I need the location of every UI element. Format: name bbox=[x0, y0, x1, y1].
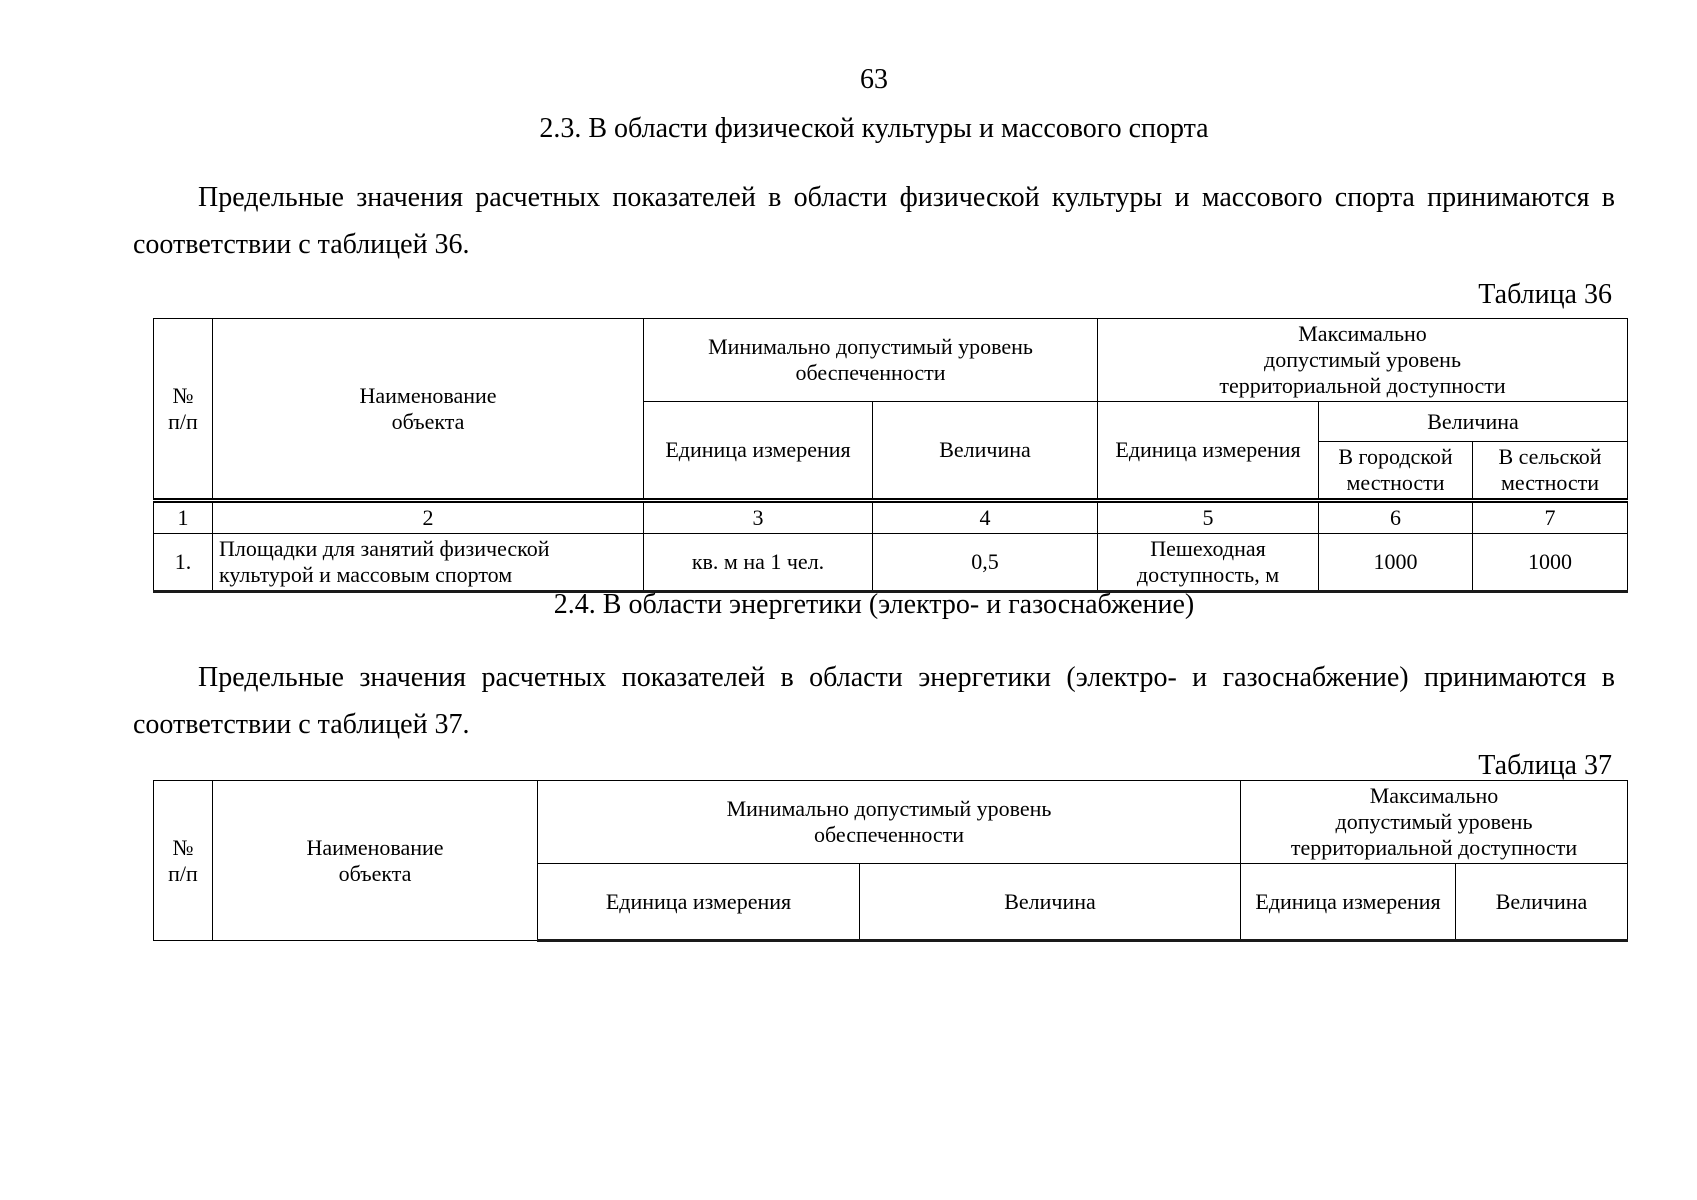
t36-header-unit-max: Единица измерения bbox=[1097, 401, 1320, 501]
t36-header-min-group: Минимально допустимый уровень обеспеченн… bbox=[642, 318, 1099, 402]
t36-header-row-groups: № п/п Наименование объекта Минимально до… bbox=[153, 318, 1629, 501]
section-2-4-paragraph: Предельные значения расчетных показателе… bbox=[133, 662, 1615, 740]
t37-header-unit-min: Единица измерения bbox=[537, 863, 860, 942]
t36-colnum-5: 5 bbox=[1097, 498, 1320, 534]
t36-header-num: № п/п bbox=[153, 318, 213, 501]
t36-row1-object-name: Площадки для занятий физической культуро… bbox=[212, 533, 644, 593]
t36-colnum-6: 6 bbox=[1318, 498, 1474, 534]
t36-row1-unit-max: Пешеходная доступность, м bbox=[1097, 533, 1320, 593]
t36-header-object-name: Наименование объекта bbox=[212, 318, 644, 501]
t36-colnum-3: 3 bbox=[643, 498, 873, 534]
t37-header-row-sub: Единица измерения Величина Единица измер… bbox=[154, 863, 1629, 942]
t37-header-value-min: Величина bbox=[858, 863, 1242, 942]
t36-data-row-1: 1. Площадки для занятий физической культ… bbox=[153, 533, 1629, 593]
t37-header-max-group: Максимально допустимый уровень территори… bbox=[1240, 780, 1629, 864]
t36-row1-value-min: 0,5 bbox=[871, 533, 1099, 593]
table-36: № п/п Наименование объекта Минимально до… bbox=[153, 318, 1629, 593]
page-number: 63 bbox=[860, 64, 888, 95]
t36-row1-urban-value: 1000 bbox=[1318, 533, 1474, 593]
table-36-caption: Таблица 36 bbox=[1478, 279, 1612, 310]
t36-colnum-4: 4 bbox=[871, 498, 1099, 534]
t36-header-unit-min: Единица измерения bbox=[643, 401, 873, 501]
t36-header-value-group: Величина bbox=[1318, 401, 1629, 442]
t36-column-number-row: 1 2 3 4 5 6 7 bbox=[153, 498, 1629, 534]
t36-header-value-min: Величина bbox=[871, 401, 1099, 501]
t36-row1-rural-value: 1000 bbox=[1472, 533, 1629, 593]
table-37: № п/п Наименование объекта Минимально до… bbox=[153, 780, 1629, 942]
section-2-3-paragraph: Предельные значения расчетных показателе… bbox=[133, 182, 1615, 260]
t36-row1-unit-min: кв. м на 1 чел. bbox=[643, 533, 873, 593]
t37-header-row-groups: № п/п Наименование объекта Минимально до… bbox=[153, 780, 1629, 941]
t36-header-urban: В городской местности bbox=[1318, 441, 1474, 501]
t36-header-max-group: Максимально допустимый уровень территори… bbox=[1097, 318, 1629, 402]
t36-colnum-7: 7 bbox=[1472, 498, 1629, 534]
t37-header-num: № п/п bbox=[153, 780, 213, 941]
t37-header-unit-max: Единица измерения bbox=[1240, 863, 1457, 942]
t36-header-rural: В сельской местности bbox=[1472, 441, 1629, 501]
table-37-caption: Таблица 37 bbox=[1478, 750, 1612, 781]
t36-row1-num: 1. bbox=[153, 533, 213, 593]
section-2-3-heading: 2.3. В области физической культуры и мас… bbox=[539, 113, 1209, 144]
t37-header-value-max: Величина bbox=[1455, 863, 1629, 942]
t37-header-object-name: Наименование объекта bbox=[212, 780, 538, 941]
t36-colnum-2: 2 bbox=[212, 498, 644, 534]
t37-header-min-group: Минимально допустимый уровень обеспеченн… bbox=[536, 780, 1242, 864]
t36-header-row-locale: В городской местности В сельской местнос… bbox=[154, 441, 1629, 501]
section-2-4-heading: 2.4. В области энергетики (электро- и га… bbox=[553, 589, 1195, 620]
t36-colnum-1: 1 bbox=[153, 498, 213, 534]
